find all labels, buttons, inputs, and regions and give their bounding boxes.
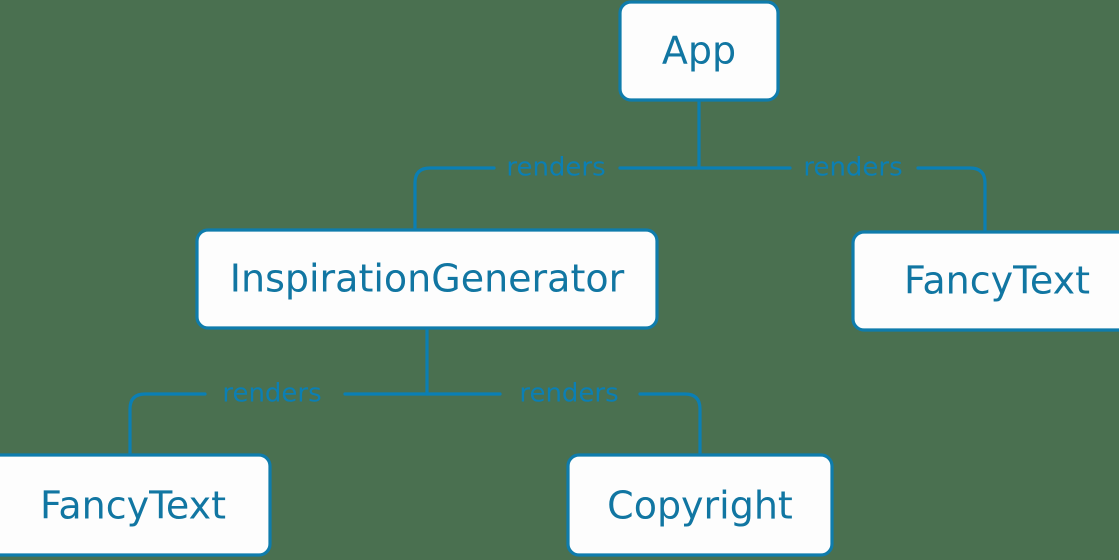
edge-label-app-to-inspiration-generator: renders bbox=[506, 153, 605, 183]
edge-label-app-to-fancytext-right: renders bbox=[803, 153, 902, 183]
node-label-fancytext-right: FancyText bbox=[904, 259, 1090, 303]
edge-labels-layer: renders renders renders renders bbox=[222, 153, 902, 409]
edge-app-to-inspiration-generator bbox=[413, 166, 701, 232]
node-box-fancytext-bottom[interactable] bbox=[0, 453, 272, 557]
node-box-app[interactable] bbox=[618, 0, 780, 102]
node-inspiration-generator[interactable]: InspirationGenerator bbox=[195, 228, 659, 330]
node-app[interactable]: App bbox=[618, 0, 780, 102]
node-box-inspiration-generator[interactable] bbox=[195, 228, 659, 330]
node-label-inspiration-generator: InspirationGenerator bbox=[230, 257, 625, 301]
node-label-fancytext-bottom: FancyText bbox=[40, 484, 226, 528]
edge-inspiration-to-copyright bbox=[425, 392, 702, 457]
node-fancytext-bottom[interactable]: FancyText bbox=[0, 453, 272, 557]
node-label-copyright: Copyright bbox=[607, 484, 793, 528]
node-box-copyright[interactable] bbox=[566, 453, 834, 557]
edge-label-inspiration-to-copyright: renders bbox=[519, 379, 618, 409]
node-label-app: App bbox=[662, 29, 736, 73]
node-fancytext-right[interactable]: FancyText bbox=[851, 230, 1119, 332]
edges-layer bbox=[128, 98, 987, 457]
node-copyright[interactable]: Copyright bbox=[566, 453, 834, 557]
edge-app-to-fancytext-right bbox=[697, 166, 987, 234]
edge-inspiration-to-fancytext-bottom bbox=[128, 392, 429, 457]
node-box-fancytext-right[interactable] bbox=[851, 230, 1119, 332]
edge-label-inspiration-to-fancytext-bottom: renders bbox=[222, 379, 321, 409]
